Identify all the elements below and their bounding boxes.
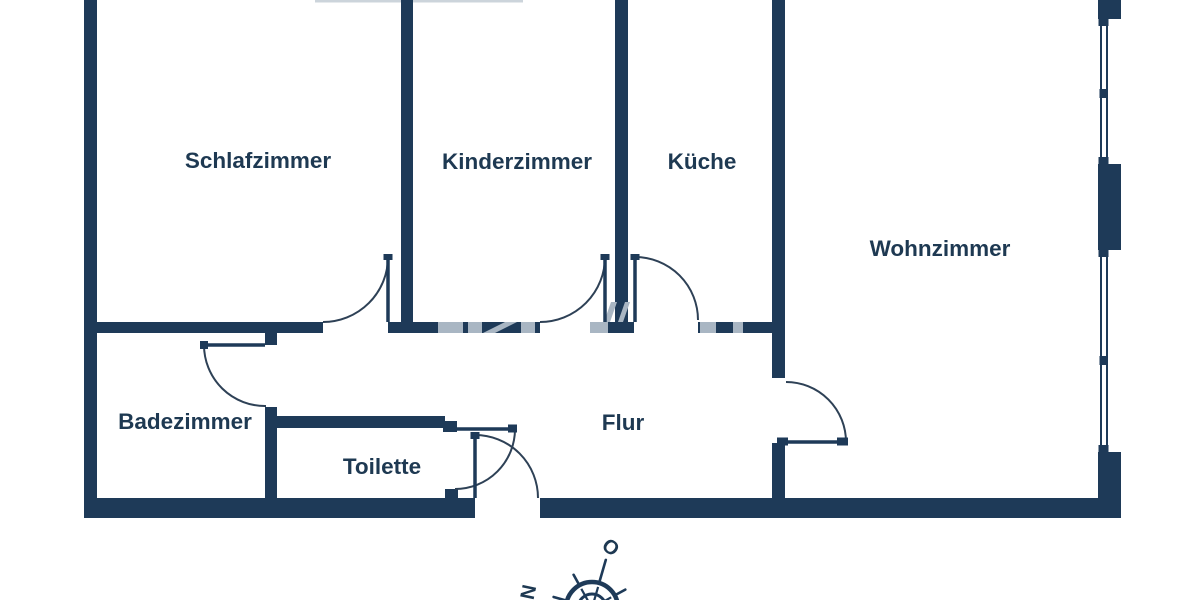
- toilette-door-jamb-top: [443, 421, 457, 432]
- room-label-schlafzimmer: Schlafzimmer: [185, 148, 332, 173]
- wall-flur-wohnzimmer-lower: [772, 443, 785, 498]
- window-2-mullion: [1099, 356, 1108, 365]
- top-wall-cut-line: [315, 0, 523, 3]
- wall-kueche-wohnzimmer: [772, 0, 785, 378]
- doors: [200, 254, 848, 499]
- door-wohnzimmer: [777, 381, 848, 446]
- room-label-badezimmer: Badezimmer: [118, 409, 252, 434]
- compass-ray-east-long: [598, 558, 608, 584]
- wall-divider-segment-1: [97, 322, 323, 333]
- window-1-mullion: [1099, 89, 1108, 98]
- wall-schlafzimmer-kinderzimmer: [401, 0, 413, 333]
- compass-rose: N O: [517, 534, 627, 600]
- wall-right-top-block: [1098, 0, 1121, 19]
- door-kinderzimmer: [539, 254, 610, 323]
- window-2: [1098, 250, 1109, 452]
- window-1: [1098, 19, 1109, 164]
- wall-right-bottom-block: [1098, 452, 1121, 518]
- wall-kinderzimmer-kueche: [615, 0, 628, 333]
- window-2-cap-bottom: [1098, 445, 1109, 452]
- door-schlafzimmer: [322, 254, 393, 323]
- wall-badezimmer-right: [265, 407, 277, 498]
- wall-right-mid-block: [1098, 164, 1121, 250]
- wall-badezimmer-stub: [265, 322, 277, 345]
- window-1-cap-bottom: [1098, 157, 1109, 164]
- wall-divider-segment-2: [388, 322, 540, 333]
- wall-bottom-right: [540, 498, 1121, 518]
- compass-label-east: O: [597, 534, 623, 561]
- door-entrance: [470, 432, 539, 499]
- exterior-walls: [84, 0, 1121, 518]
- room-label-wohnzimmer: Wohnzimmer: [870, 236, 1011, 261]
- compass-label-north: N: [517, 583, 542, 600]
- window-1-cap-top: [1098, 19, 1109, 26]
- wall-left: [84, 0, 97, 518]
- room-label-kinderzimmer: Kinderzimmer: [442, 149, 592, 174]
- door-kueche: [630, 254, 699, 322]
- watermark-fragments: [438, 302, 743, 333]
- compass-inner-ring: [578, 592, 606, 600]
- room-label-flur: Flur: [602, 410, 645, 435]
- room-label-toilette: Toilette: [343, 454, 421, 479]
- wall-bottom-left: [84, 498, 475, 518]
- compass-outer-ring: [564, 579, 620, 600]
- windows: [1098, 19, 1109, 452]
- door-badezimmer: [200, 341, 267, 408]
- window-2-cap-top: [1098, 250, 1109, 257]
- door-toilette: [454, 424, 517, 490]
- toilette-door-jamb-bottom: [445, 489, 458, 503]
- room-label-kueche: Küche: [668, 149, 737, 174]
- compass-rays: [552, 558, 627, 600]
- room-labels: Schlafzimmer Kinderzimmer Küche Wohnzimm…: [118, 148, 1011, 479]
- wall-toilette-top: [277, 416, 445, 428]
- compass-spokes: [580, 586, 612, 600]
- wall-divider-segment-3: [608, 322, 634, 333]
